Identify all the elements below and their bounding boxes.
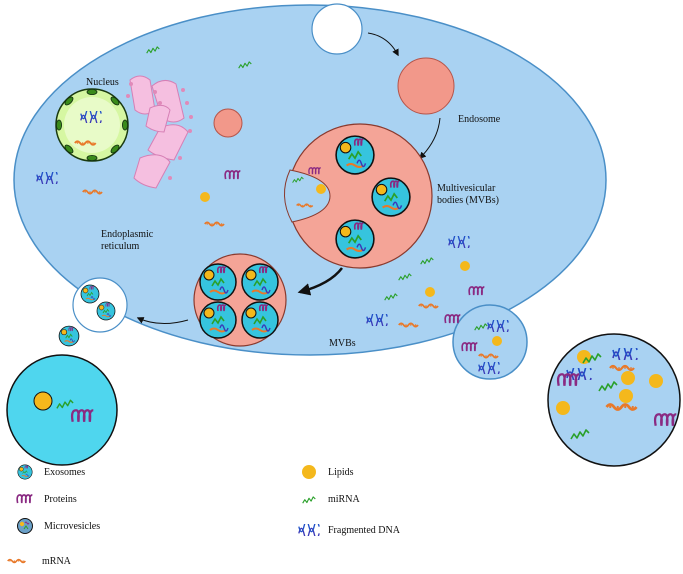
- release-arrow: [136, 317, 189, 324]
- legend-label: Microvesicles: [44, 520, 101, 532]
- multivesicular-body: [284, 123, 433, 269]
- legend-item-fragmented-dna: Fragmented DNA: [298, 522, 400, 538]
- endosome-arrow: [419, 117, 441, 159]
- cytoplasm-cargo: [36, 46, 509, 374]
- mvb-label: Multivesicular bodies (MVBs): [437, 183, 499, 206]
- legend-item-exosomes: Exosomes: [14, 464, 85, 480]
- nucleus: [55, 88, 129, 162]
- legend-item-microvesicles: Microvesicles: [14, 518, 100, 534]
- lipid-icon: [302, 465, 316, 479]
- mirna-icon: [302, 496, 316, 505]
- legend-item-mrna: mRNA: [2, 553, 71, 569]
- legend-item-proteins: Proteins: [14, 491, 77, 507]
- protein-icon: [16, 493, 34, 505]
- microvesicle-icon: [17, 518, 33, 534]
- legend-label: Fragmented DNA: [328, 524, 400, 536]
- large-exosome: [6, 354, 118, 466]
- legend-item-mirna: miRNA: [298, 491, 360, 507]
- legend-label: Lipids: [328, 466, 354, 478]
- legend-label: miRNA: [328, 493, 360, 505]
- transport-vesicle: [213, 108, 243, 138]
- er-label: Endoplasmic reticulum: [101, 229, 154, 252]
- nucleus-label: Nucleus: [86, 77, 119, 88]
- endocytosis-arrow: [367, 32, 399, 57]
- released-exosome: [58, 325, 80, 347]
- legend-label: Proteins: [44, 493, 77, 505]
- mvbs-cluster: [193, 253, 287, 347]
- mvbs-label: MVBs: [329, 338, 356, 349]
- endosome: [397, 57, 455, 115]
- legend-item-lipids: Lipids: [298, 464, 354, 480]
- budding-exosome-2: [96, 301, 116, 321]
- endoplasmic-reticulum: [126, 75, 193, 189]
- legend-label: Exosomes: [44, 466, 86, 478]
- budding-exosome-1: [80, 284, 100, 304]
- large-microvesicle: [547, 333, 681, 467]
- endosome-label: Endosome: [458, 114, 501, 125]
- dna-icon: [298, 524, 320, 536]
- mrna-icon: [7, 558, 27, 564]
- legend-label: mRNA: [42, 555, 71, 567]
- mvb-arrow: [297, 267, 343, 296]
- exosome-icon: [17, 464, 33, 480]
